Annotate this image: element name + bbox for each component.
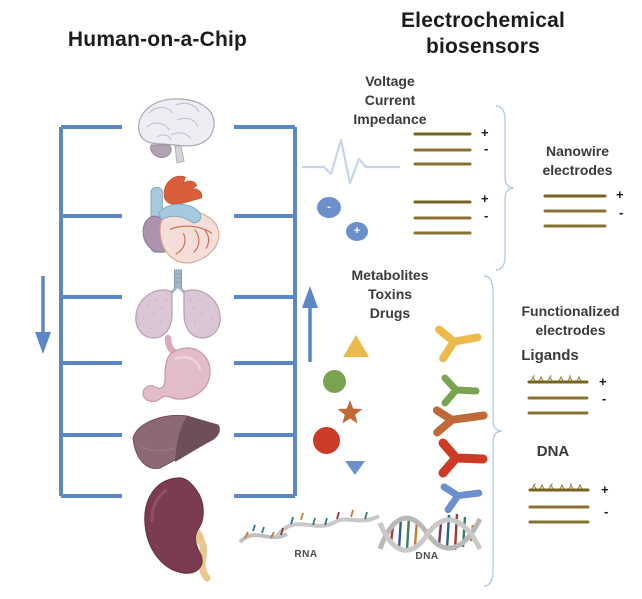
plus-sign: + [599,374,607,389]
signal-label-impedance: Impedance [353,111,427,127]
nanowire-electrode-set-icon [543,194,607,228]
analyte-star-icon [337,400,363,424]
heart-icon [142,175,220,264]
analyte-circle-green-icon [323,370,346,393]
ligands-label: Ligands [521,347,579,364]
right-title-line2: biosensors [425,35,541,58]
rna-strand-label: RNA [294,549,318,560]
nanowire-group-brace-icon [495,105,515,271]
dna-section-label: DNA [536,443,570,460]
kidney-icon [144,477,211,582]
electrode-set-impedance-bottom-icon [413,200,472,235]
functionalized-group-brace-icon [483,275,503,587]
minus-sign: - [602,391,607,406]
flow-down-arrow-icon [35,276,51,354]
functionalized-label-line1: Functionalized [521,303,620,319]
positive-ion-sign: + [353,225,361,237]
plus-sign: + [481,191,489,206]
antibody-yellow-icon [435,325,482,363]
minus-sign: - [484,208,489,223]
plus-sign: + [481,125,489,140]
stomach-icon [142,334,211,403]
minus-sign: - [604,504,609,519]
minus-sign: - [619,205,624,220]
signal-labels: Voltage Current Impedance [325,72,455,129]
left-panel-title: Human-on-a-Chip [67,28,248,51]
analyte-label-toxins: Toxins [367,286,413,302]
analyte-triangle-icon [343,335,369,357]
lungs-icon [135,269,221,339]
right-title-line1: Electrochemical [400,9,566,32]
right-panel-title: Electrochemical biosensors [383,8,583,60]
analyte-label-metabolites: Metabolites [351,267,429,283]
rna-strand-icon [238,509,380,544]
electrode-set-impedance-top-icon [413,132,472,166]
chip-left-bracket-icon [59,125,122,498]
brain-icon [138,98,215,164]
dna-electrode-set-icon [528,483,590,524]
analyte-circle-red-icon [313,427,340,454]
negative-ion-icon: - [317,197,341,218]
minus-sign: - [484,141,489,156]
signal-label-voltage: Voltage [365,73,415,89]
chip-right-bracket-icon [234,125,297,498]
nanowire-label-line2: electrodes [542,162,613,178]
functionalized-label: Functionalized electrodes [508,302,633,340]
ecg-waveform-icon [302,138,400,185]
flow-up-arrow-icon [302,286,318,362]
functionalized-label-line2: electrodes [535,322,606,338]
nanowire-label: Nanowire electrodes [520,142,635,180]
signal-label-current: Current [364,92,416,108]
liver-icon [132,414,220,469]
antibody-blue-icon [440,483,483,514]
analyte-label-drugs: Drugs [369,305,411,321]
antibody-green-icon [441,374,480,407]
antibody-orange-icon [432,406,488,437]
ligand-electrode-set-icon [527,375,589,415]
analyte-triangle-down-icon [345,461,365,475]
dna-helix-icon [377,513,483,553]
analyte-labels: Metabolites Toxins Drugs [325,266,455,323]
plus-sign: + [601,482,609,497]
plus-sign: + [616,187,624,202]
nanowire-label-line1: Nanowire [545,143,609,159]
dna-strand-label: DNA [415,551,439,562]
antibody-red-icon [438,438,488,478]
positive-ion-icon: + [346,222,368,241]
negative-ion-sign: - [327,201,331,213]
